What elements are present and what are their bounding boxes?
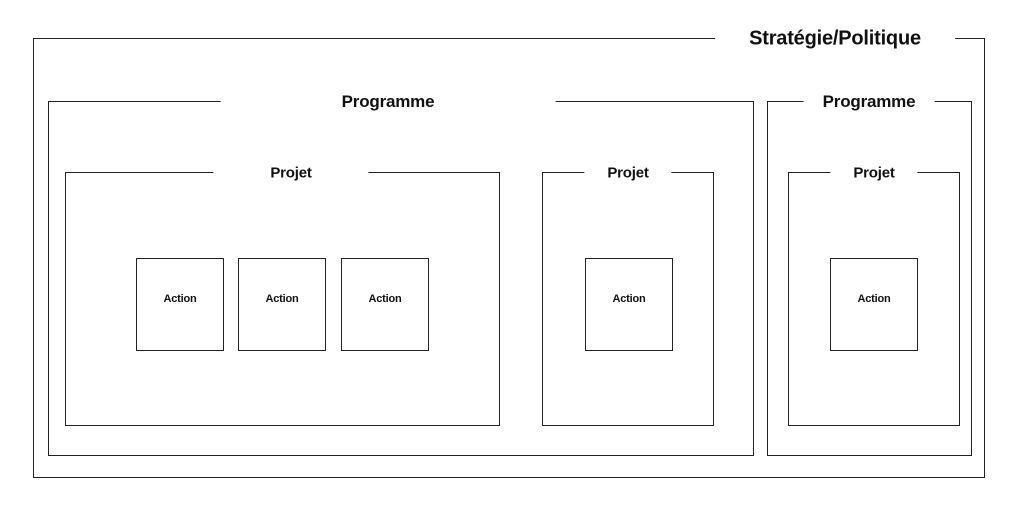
action-label: Action [163, 293, 197, 305]
projet-title: Projet [830, 164, 918, 182]
action-box [585, 258, 673, 351]
projet-title: Projet [584, 164, 672, 182]
action-box [238, 258, 326, 351]
action-box [830, 258, 918, 351]
programme-title: Programme [803, 92, 935, 112]
action-label: Action [857, 293, 891, 305]
strategy-title: Stratégie/Politique [715, 27, 955, 51]
action-box [341, 258, 429, 351]
strategy-frame [33, 38, 985, 478]
action-box [136, 258, 224, 351]
action-label: Action [368, 293, 402, 305]
action-label: Action [612, 293, 646, 305]
action-label: Action [265, 293, 299, 305]
projet-title: Projet [213, 164, 369, 182]
programme-title: Programme [220, 92, 556, 112]
